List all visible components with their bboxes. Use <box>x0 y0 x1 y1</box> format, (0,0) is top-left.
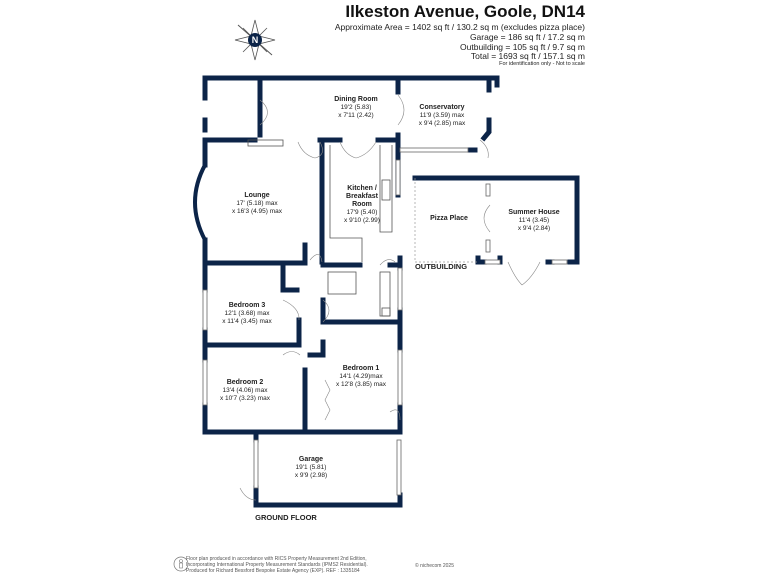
kitchen-counter <box>247 139 393 317</box>
outbuilding-open-sides <box>414 178 478 263</box>
floor-label: GROUND FLOOR <box>255 513 317 522</box>
disclaimer: For identification only - Not to scale <box>499 61 585 67</box>
door-swings <box>239 94 541 501</box>
area-line: Garage = 186 sq ft / 17.2 sq m <box>469 32 585 42</box>
copyright: © nichecom 2025 <box>415 563 454 569</box>
compass-label: N <box>252 35 259 45</box>
windows <box>193 147 568 496</box>
plan-title: Ilkeston Avenue, Goole, DN14 <box>345 2 585 21</box>
compass-icon: N <box>234 19 276 61</box>
area-line: Approximate Area = 1402 sq ft / 130.2 sq… <box>334 22 585 32</box>
walls <box>202 75 580 508</box>
area-line: Outbuilding = 105 sq ft / 9.7 sq m <box>460 42 585 52</box>
room-pizza-place: Pizza Place <box>430 215 468 222</box>
outbuilding-label: OUTBUILDING <box>414 262 468 271</box>
area-line: Total = 1693 sq ft / 157.1 sq m <box>470 51 585 61</box>
footer-note: Floor plan produced in accordance with R… <box>186 556 368 574</box>
